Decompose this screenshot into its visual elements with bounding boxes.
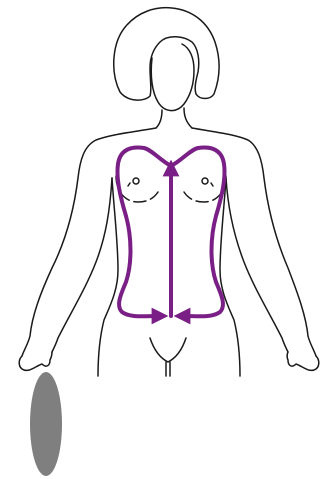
gray-oval-icon (30, 372, 62, 476)
hair-outline (114, 8, 219, 100)
neck-left (156, 110, 162, 128)
neck-right (184, 108, 192, 128)
left-nipple-line (128, 183, 130, 186)
massage-stroke-path-icon (117, 148, 224, 317)
right-loop-arrow (171, 148, 225, 317)
left-loop-arrow (117, 148, 171, 317)
left-nipple (133, 178, 139, 184)
left-hand (19, 352, 52, 370)
crotch-line (150, 338, 186, 362)
face-outline (151, 44, 194, 111)
right-nipple (202, 178, 208, 184)
left-arm-outline (22, 128, 156, 356)
right-hand (287, 352, 319, 370)
right-nipple-line (211, 183, 213, 186)
torso-left-side (98, 178, 118, 376)
